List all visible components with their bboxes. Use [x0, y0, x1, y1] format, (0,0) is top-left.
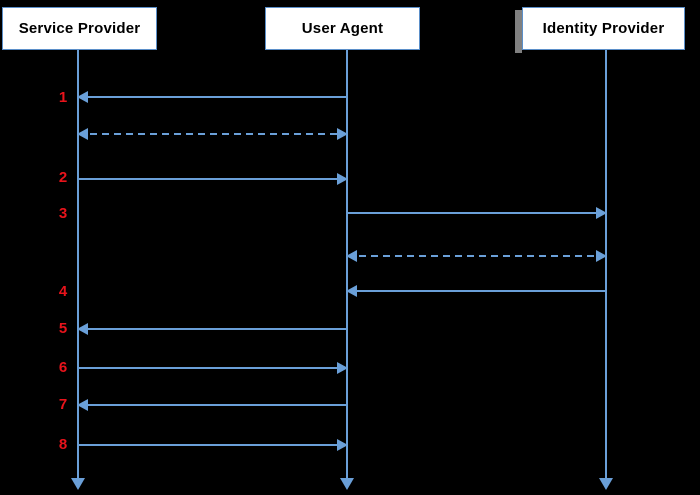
message-10-line — [78, 444, 347, 446]
message-5-arrowhead-right — [596, 250, 607, 262]
message-8-arrowhead-right — [337, 362, 348, 374]
identity-provider-box-shadow — [515, 10, 522, 53]
message-2[interactable] — [77, 128, 348, 140]
service-provider-lifeline — [77, 50, 79, 478]
message-2-line — [78, 133, 347, 135]
message-5-arrowhead-left — [346, 250, 357, 262]
user-agent-lifeline-end-arrow — [340, 478, 354, 490]
identity-provider-label: Identity Provider — [542, 20, 665, 37]
step-marker-5: 5 — [58, 320, 68, 337]
message-4[interactable] — [347, 207, 607, 219]
message-1-arrowhead-left — [77, 91, 88, 103]
message-9-line — [78, 404, 347, 406]
step-marker-2: 2 — [58, 169, 68, 186]
message-1-line — [78, 96, 347, 98]
message-10-arrowhead-right — [337, 439, 348, 451]
message-7[interactable] — [77, 323, 347, 335]
message-7-line — [78, 328, 347, 330]
service-provider-lifeline-end-arrow — [71, 478, 85, 490]
step-marker-4: 4 — [58, 283, 68, 300]
message-6[interactable] — [346, 285, 606, 297]
step-marker-1: 1 — [58, 89, 68, 106]
participant-service-provider[interactable]: Service Provider — [2, 7, 157, 50]
user-agent-label: User Agent — [301, 20, 384, 37]
message-1[interactable] — [77, 91, 347, 103]
identity-provider-lifeline-end-arrow — [599, 478, 613, 490]
message-4-arrowhead-right — [596, 207, 607, 219]
message-2-arrowhead-right — [337, 128, 348, 140]
step-marker-7: 7 — [58, 396, 68, 413]
step-marker-8: 8 — [58, 436, 68, 453]
message-8[interactable] — [78, 362, 348, 374]
message-3[interactable] — [78, 173, 348, 185]
message-6-arrowhead-left — [346, 285, 357, 297]
participant-user-agent[interactable]: User Agent — [265, 7, 420, 50]
message-3-line — [78, 178, 347, 180]
step-marker-6: 6 — [58, 359, 68, 376]
message-10[interactable] — [78, 439, 348, 451]
user-agent-lifeline — [346, 50, 348, 478]
message-3-arrowhead-right — [337, 173, 348, 185]
step-marker-3: 3 — [58, 205, 68, 222]
message-5[interactable] — [346, 250, 607, 262]
message-8-line — [78, 367, 347, 369]
message-5-line — [347, 255, 606, 257]
message-4-line — [347, 212, 606, 214]
message-6-line — [347, 290, 606, 292]
message-9[interactable] — [77, 399, 347, 411]
identity-provider-lifeline — [605, 50, 607, 478]
message-9-arrowhead-left — [77, 399, 88, 411]
message-2-arrowhead-left — [77, 128, 88, 140]
message-7-arrowhead-left — [77, 323, 88, 335]
participant-identity-provider[interactable]: Identity Provider — [522, 7, 685, 50]
service-provider-label: Service Provider — [18, 20, 141, 37]
